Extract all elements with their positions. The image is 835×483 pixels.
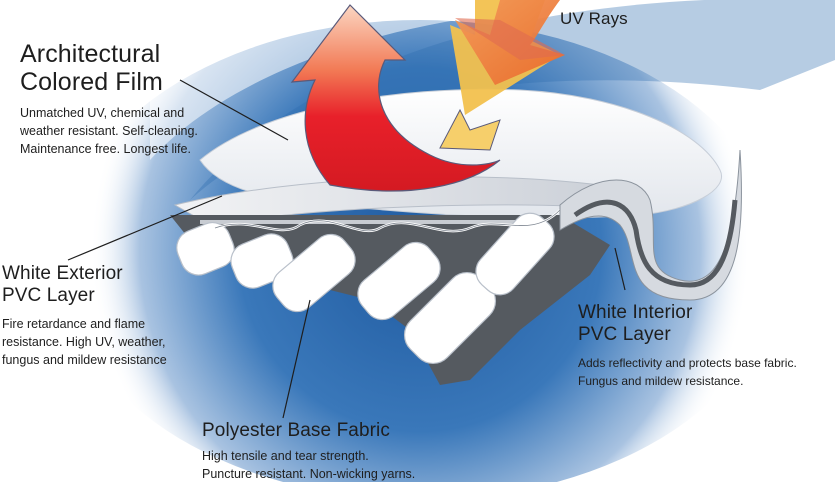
desc-line: resistance. High UV, weather,	[2, 335, 166, 349]
title-line: White Interior	[578, 302, 693, 323]
desc-line: Fungus and mildew resistance.	[578, 374, 744, 388]
label-title: White Interior PVC Layer	[578, 302, 835, 346]
label-title: Architectural Colored Film	[20, 40, 280, 96]
label-architectural-film: Architectural Colored Film Unmatched UV,…	[20, 40, 280, 158]
label-title: White Exterior PVC Layer	[2, 263, 232, 307]
desc-line: High tensile and tear strength.	[202, 449, 369, 463]
desc-line: Maintenance free. Longest life.	[20, 142, 191, 156]
title-line: Polyester Base Fabric	[202, 420, 390, 441]
label-white-exterior: White Exterior PVC Layer Fire retardance…	[2, 263, 232, 369]
label-description: Fire retardance and flame resistance. Hi…	[2, 315, 232, 369]
label-polyester-base: Polyester Base Fabric High tensile and t…	[202, 420, 482, 483]
desc-line: Puncture resistant. Non-wicking yarns.	[202, 467, 416, 481]
title-line: Architectural	[20, 40, 161, 68]
uv-rays-arrow-icon	[450, 0, 565, 115]
desc-line: weather resistant. Self-cleaning.	[20, 124, 198, 138]
label-description: Unmatched UV, chemical and weather resis…	[20, 104, 280, 158]
label-title: Polyester Base Fabric	[202, 420, 482, 442]
uv-rays-text: UV Rays	[560, 9, 628, 28]
heat-reflection-arrow-icon	[290, 4, 501, 192]
title-line: PVC Layer	[2, 285, 95, 306]
label-description: Adds reflectivity and protects base fabr…	[578, 354, 835, 390]
title-line: White Exterior	[2, 263, 123, 284]
desc-line: Fire retardance and flame	[2, 317, 146, 331]
label-description: High tensile and tear strength. Puncture…	[202, 447, 482, 483]
title-line: Colored Film	[20, 68, 163, 96]
desc-line: fungus and mildew resistance	[2, 353, 167, 367]
uv-rays-label: UV Rays	[560, 8, 628, 30]
polyester-yarns	[176, 212, 555, 365]
desc-line: Adds reflectivity and protects base fabr…	[578, 356, 797, 370]
title-line: PVC Layer	[578, 324, 671, 345]
leader-lines	[67, 79, 626, 419]
label-white-interior: White Interior PVC Layer Adds reflectivi…	[578, 302, 835, 390]
desc-line: Unmatched UV, chemical and	[20, 106, 185, 120]
